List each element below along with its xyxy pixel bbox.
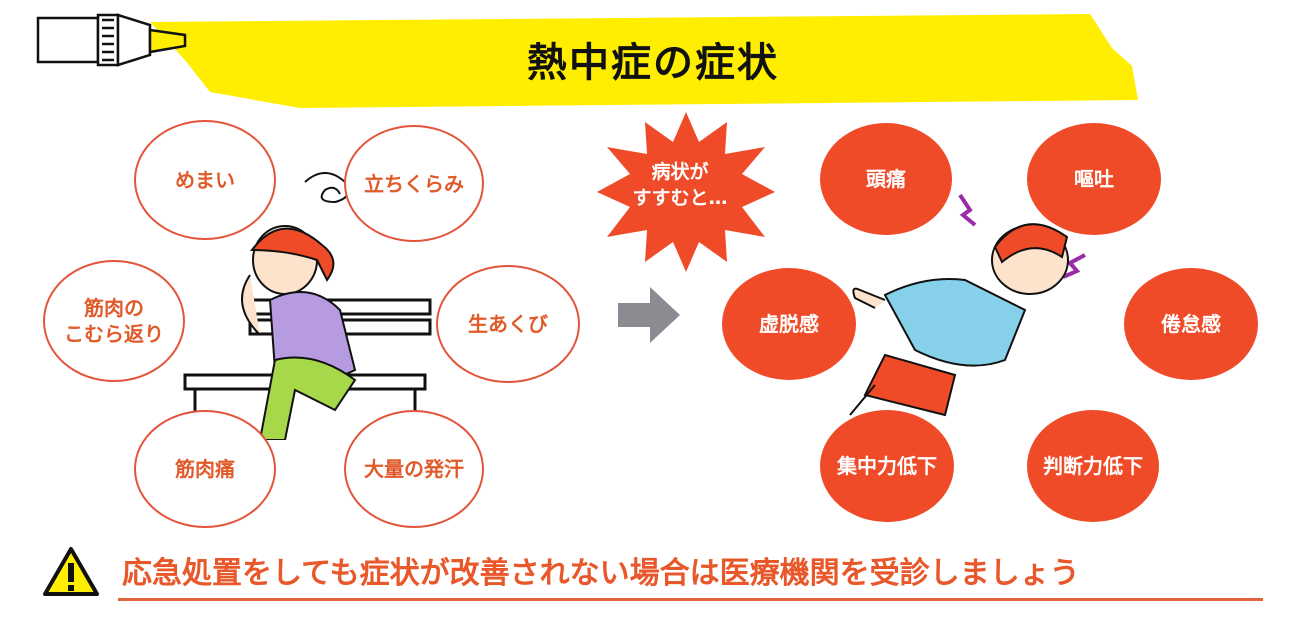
footer-underline [118, 598, 1263, 601]
symptom-cramps: 筋肉の こむら返り [43, 260, 185, 382]
shock-lines-icon [958, 193, 1086, 279]
symptom-yawning: 生あくび [436, 265, 580, 383]
dizzy-woman-illustration [183, 172, 432, 440]
symptom-headache: 頭痛 [820, 123, 952, 235]
progression-burst-icon [597, 112, 775, 272]
symptom-nausea: 嘔吐 [1027, 123, 1161, 235]
title-banner [36, 13, 1138, 108]
highlighter-pen-icon [36, 13, 187, 67]
footer-advice: 応急処置をしても症状が改善されない場合は医療機関を受診しましょう [122, 556, 1080, 591]
warning-triangle-icon [43, 547, 99, 596]
symptom-dizziness: めまい [134, 120, 276, 240]
symptom-concentration: 集中力低下 [820, 410, 954, 522]
dizzy-swirl-icon [304, 172, 350, 204]
symptom-fatigue: 倦怠感 [1124, 268, 1258, 380]
page-title: 熱中症の症状 [527, 40, 779, 86]
symptom-lightheadedness: 立ちくらみ [344, 125, 484, 242]
highlight-stroke [150, 14, 1138, 108]
symptom-sweating: 大量の発汗 [344, 410, 484, 528]
collapsed-boy-illustration [849, 193, 1086, 417]
progression-label: 病状が すすむと… [632, 161, 728, 209]
symptom-weakness: 虚脱感 [722, 268, 856, 380]
symptom-judgment: 判断力低下 [1027, 410, 1159, 522]
symptom-muscle-pain: 筋肉痛 [134, 410, 276, 528]
arrow-right-icon [618, 287, 680, 343]
